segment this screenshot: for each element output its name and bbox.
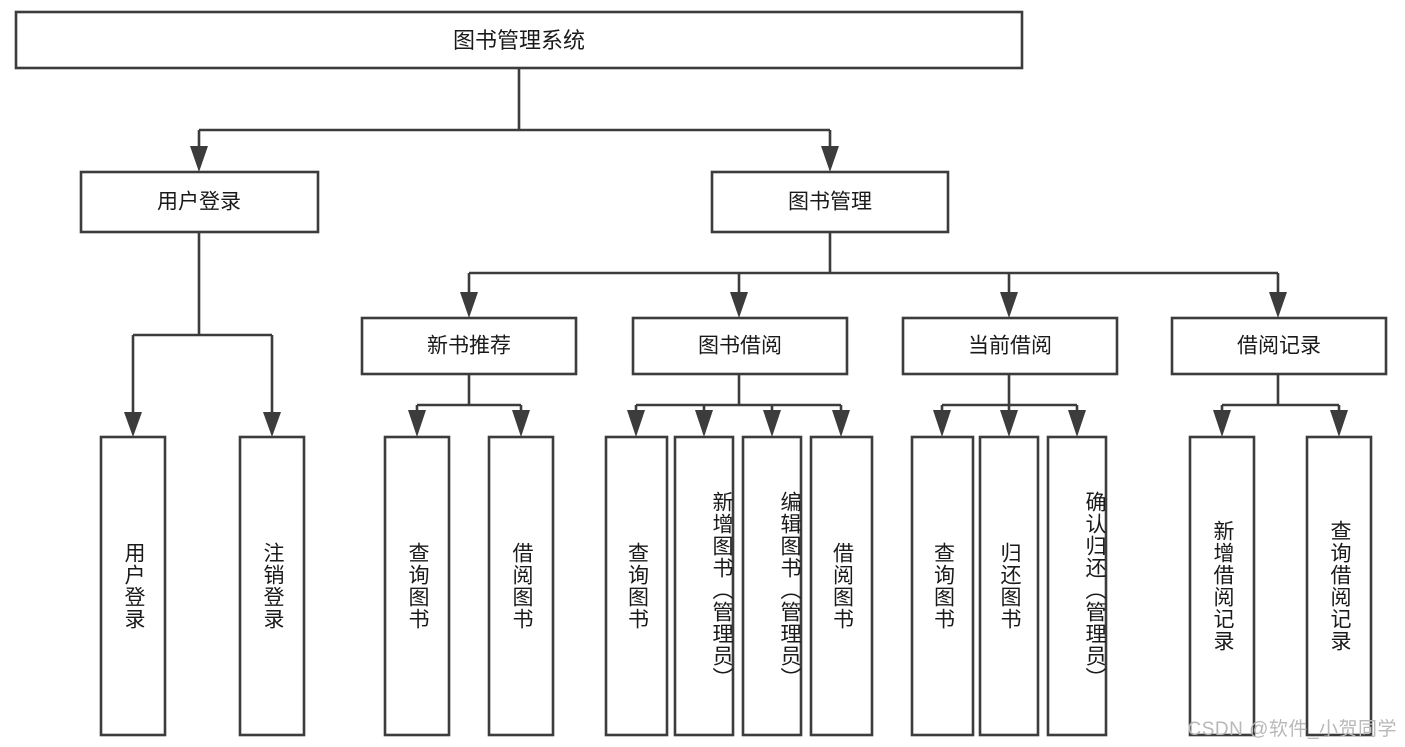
leaf-box-borrow-books-2[interactable]	[809, 435, 874, 737]
node-root-label: 图书管理系统	[453, 28, 585, 53]
leaf-box-borrow-books-1[interactable]	[487, 435, 555, 737]
connector-group-root	[190, 69, 839, 172]
node-book-mgmt-label: 图书管理	[788, 191, 872, 214]
node-root[interactable]: 图书管理系统	[14, 10, 1024, 70]
leaf-box-add-record[interactable]	[1188, 435, 1256, 737]
arrow-bookmgmt-to-borrow	[730, 292, 748, 318]
node-borrow-records-box[interactable]	[1170, 316, 1388, 376]
leaf-box-logout[interactable]	[238, 435, 306, 737]
watermark-text: CSDN @软件_小贺同学	[1187, 719, 1397, 740]
node-user-login[interactable]: 用户登录	[79, 170, 320, 234]
node-book-borrow-label: 图书借阅	[698, 335, 782, 358]
node-book-mgmt-box[interactable]	[710, 170, 950, 234]
leaf-box-return-book[interactable]	[978, 435, 1040, 737]
connector-group-book-mgmt	[460, 232, 1287, 318]
node-new-books-label: 新书推荐	[427, 335, 511, 358]
arrow-bookmgmt-to-current	[1000, 292, 1018, 318]
connector-group-records	[1213, 374, 1348, 437]
node-borrow-records-label: 借阅记录	[1237, 335, 1321, 358]
node-root-box[interactable]	[14, 10, 1024, 70]
leaf-box-query-books-2[interactable]	[604, 435, 669, 737]
leaf-box-user-login[interactable]	[99, 435, 167, 737]
arrow-records-leaf-2	[1330, 410, 1348, 437]
node-current-borrow-label: 当前借阅	[968, 335, 1052, 358]
arrow-root-to-user-login	[190, 146, 208, 172]
arrow-borrow-leaf-3	[763, 410, 781, 437]
leaf-nodes	[99, 435, 1373, 737]
arrow-bookmgmt-to-records	[1269, 292, 1287, 318]
arrow-newbooks-leaf-1	[408, 410, 426, 437]
leaf-box-edit-book[interactable]	[741, 435, 803, 737]
leaf-box-query-books-1[interactable]	[383, 435, 451, 737]
arrow-newbooks-leaf-2	[512, 410, 530, 437]
arrow-root-to-book-mgmt	[821, 146, 839, 172]
arrow-current-leaf-2	[1000, 410, 1018, 437]
node-user-login-box[interactable]	[79, 170, 320, 234]
arrow-userlogin-leaf-1	[124, 412, 142, 437]
arrow-current-leaf-3	[1068, 410, 1086, 437]
connector-group-new-books	[408, 374, 530, 437]
arrow-borrow-leaf-2	[695, 410, 713, 437]
arrow-current-leaf-1	[933, 410, 951, 437]
leaf-box-query-record[interactable]	[1305, 435, 1373, 737]
arrow-records-leaf-1	[1213, 410, 1231, 437]
connector-group-borrow	[627, 374, 850, 437]
node-new-books-box[interactable]	[360, 316, 578, 376]
arrow-borrow-leaf-1	[627, 410, 645, 437]
node-book-mgmt[interactable]: 图书管理	[710, 170, 950, 234]
connector-group-current	[933, 374, 1086, 437]
node-borrow-records[interactable]: 借阅记录	[1170, 316, 1388, 376]
node-new-books[interactable]: 新书推荐	[360, 316, 578, 376]
node-book-borrow[interactable]: 图书借阅	[631, 316, 849, 376]
node-current-borrow[interactable]: 当前借阅	[901, 316, 1119, 376]
node-current-borrow-box[interactable]	[901, 316, 1119, 376]
leaf-box-confirm-return[interactable]	[1046, 435, 1108, 737]
leaf-box-query-books-3[interactable]	[910, 435, 975, 737]
arrow-userlogin-leaf-2	[263, 412, 281, 437]
connector-group-user-login	[124, 232, 281, 437]
node-user-login-label: 用户登录	[157, 191, 241, 214]
arrow-bookmgmt-to-new-books	[460, 292, 478, 318]
node-book-borrow-box[interactable]	[631, 316, 849, 376]
arrow-borrow-leaf-4	[832, 410, 850, 437]
leaf-box-add-book[interactable]	[673, 435, 735, 737]
